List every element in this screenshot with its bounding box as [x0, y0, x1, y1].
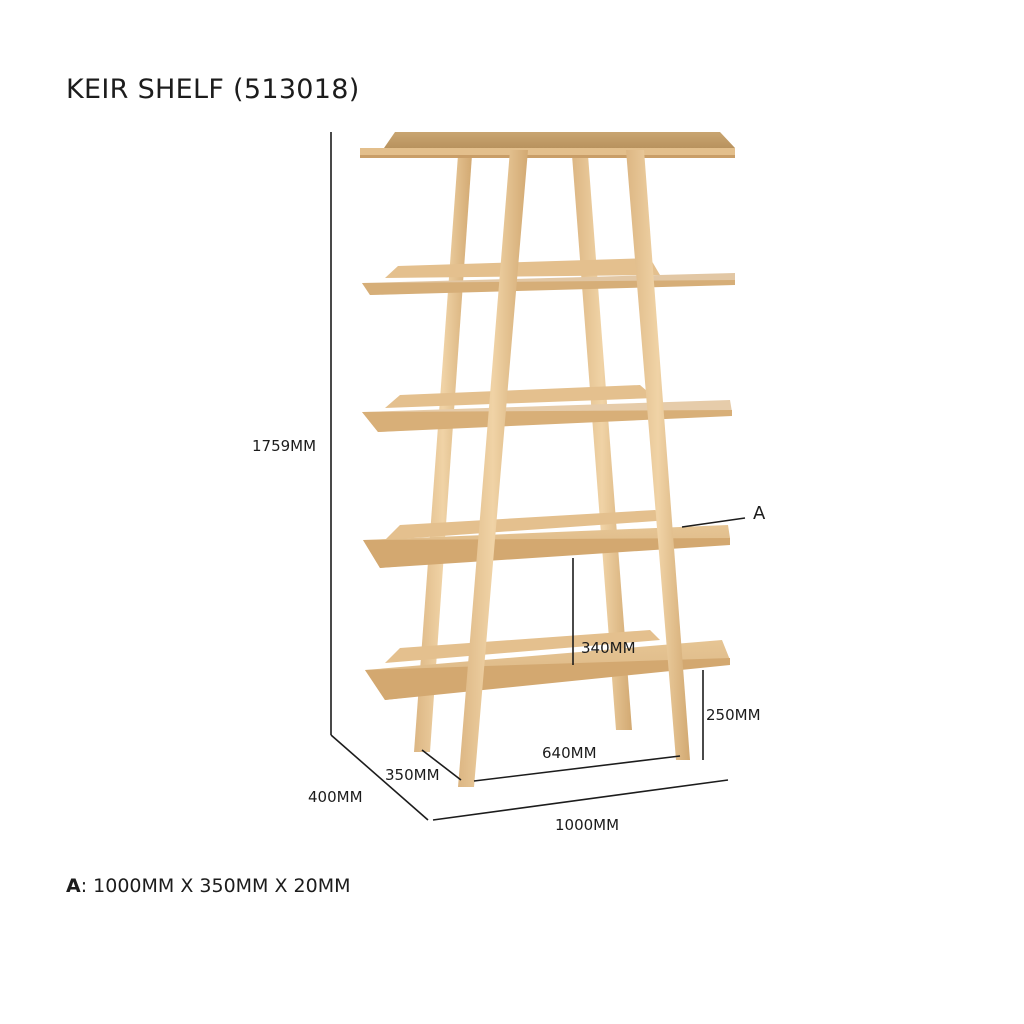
page-title: KEIR SHELF (513018): [66, 74, 360, 106]
shelf-spacing-dimension-label: 340MM: [581, 639, 636, 657]
inner-depth-dimension-label: 350MM: [385, 766, 440, 784]
front-legs: [458, 150, 690, 787]
shelf-5-bottom: [365, 630, 730, 700]
dimension-lines: [330, 132, 746, 821]
leg-clearance-dimension-label: 250MM: [706, 706, 761, 724]
width-dimension-label: 1000MM: [555, 816, 620, 834]
spec-separator: :: [80, 875, 88, 897]
callout-a-marker: A: [753, 503, 766, 524]
spec-key: A: [66, 875, 81, 897]
shelf-2: [362, 258, 735, 295]
back-legs: [414, 155, 632, 752]
shelf-1-top: [360, 132, 735, 158]
shelf-3: [362, 385, 732, 432]
spec-line: A: 1000MM X 350MM X 20MM: [66, 875, 351, 897]
height-dimension-label: 1759MM: [252, 437, 317, 455]
depth-dimension-label: 400MM: [308, 788, 363, 806]
spec-value: 1000MM X 350MM X 20MM: [87, 875, 351, 897]
shelf-4-callout-a: [363, 510, 730, 568]
inner-width-dimension-label: 640MM: [542, 744, 597, 762]
